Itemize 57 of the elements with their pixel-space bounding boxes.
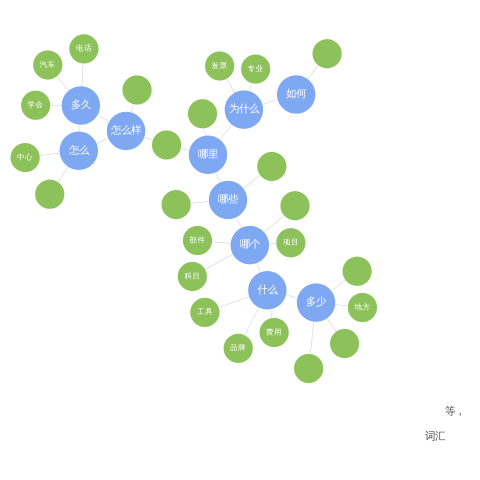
connector bbox=[40, 152, 60, 156]
connector bbox=[270, 309, 272, 318]
connector bbox=[262, 100, 278, 104]
label: 词汇 bbox=[424, 430, 445, 442]
connector bbox=[243, 175, 260, 188]
node-circle: 哪些 bbox=[208, 180, 248, 220]
node-circle: 什么 bbox=[248, 270, 288, 310]
node-circle bbox=[280, 190, 310, 221]
label: 等， bbox=[445, 406, 466, 418]
node-circle bbox=[294, 353, 324, 384]
connector bbox=[335, 304, 348, 306]
connector bbox=[264, 215, 284, 232]
connector bbox=[98, 114, 110, 122]
node-circle: 怎么样 bbox=[106, 111, 146, 151]
connector bbox=[96, 138, 108, 144]
node-circle bbox=[160, 189, 192, 220]
node-circle bbox=[256, 151, 287, 182]
node-circle: 为什么 bbox=[224, 90, 264, 130]
connector bbox=[310, 322, 314, 354]
connector bbox=[212, 242, 230, 244]
connector bbox=[244, 307, 259, 336]
connector bbox=[216, 172, 220, 182]
connector bbox=[180, 148, 190, 151]
connector bbox=[326, 318, 336, 332]
connector bbox=[58, 166, 68, 182]
connector bbox=[220, 124, 232, 140]
node-circle bbox=[34, 179, 65, 210]
connector bbox=[286, 294, 298, 298]
connector bbox=[256, 263, 261, 272]
connector bbox=[204, 128, 206, 136]
connector bbox=[226, 78, 235, 93]
node-circle: 哪个 bbox=[230, 225, 270, 265]
connector bbox=[236, 217, 242, 228]
connector bbox=[79, 124, 80, 132]
node-circle: 多少 bbox=[296, 282, 336, 322]
connector bbox=[205, 254, 233, 270]
connector bbox=[308, 65, 318, 80]
connector bbox=[331, 280, 346, 291]
connector bbox=[130, 104, 134, 112]
node-circle bbox=[342, 256, 372, 286]
node-circle: 多久 bbox=[61, 86, 101, 126]
connector bbox=[82, 64, 84, 86]
node-circle: 哪里 bbox=[188, 135, 228, 175]
connector bbox=[144, 137, 153, 140]
node-circle bbox=[312, 38, 342, 69]
node-circle: 怎么 bbox=[59, 130, 99, 170]
connector bbox=[269, 243, 276, 244]
node-circle bbox=[151, 130, 182, 160]
connector bbox=[249, 83, 252, 92]
node-circle bbox=[187, 98, 218, 129]
connector bbox=[50, 105, 62, 106]
node-circle bbox=[122, 74, 152, 106]
connector bbox=[218, 296, 250, 308]
node-circle bbox=[329, 328, 360, 359]
node-circle: 如何 bbox=[276, 74, 316, 114]
connector bbox=[57, 76, 69, 91]
connector bbox=[190, 201, 209, 204]
